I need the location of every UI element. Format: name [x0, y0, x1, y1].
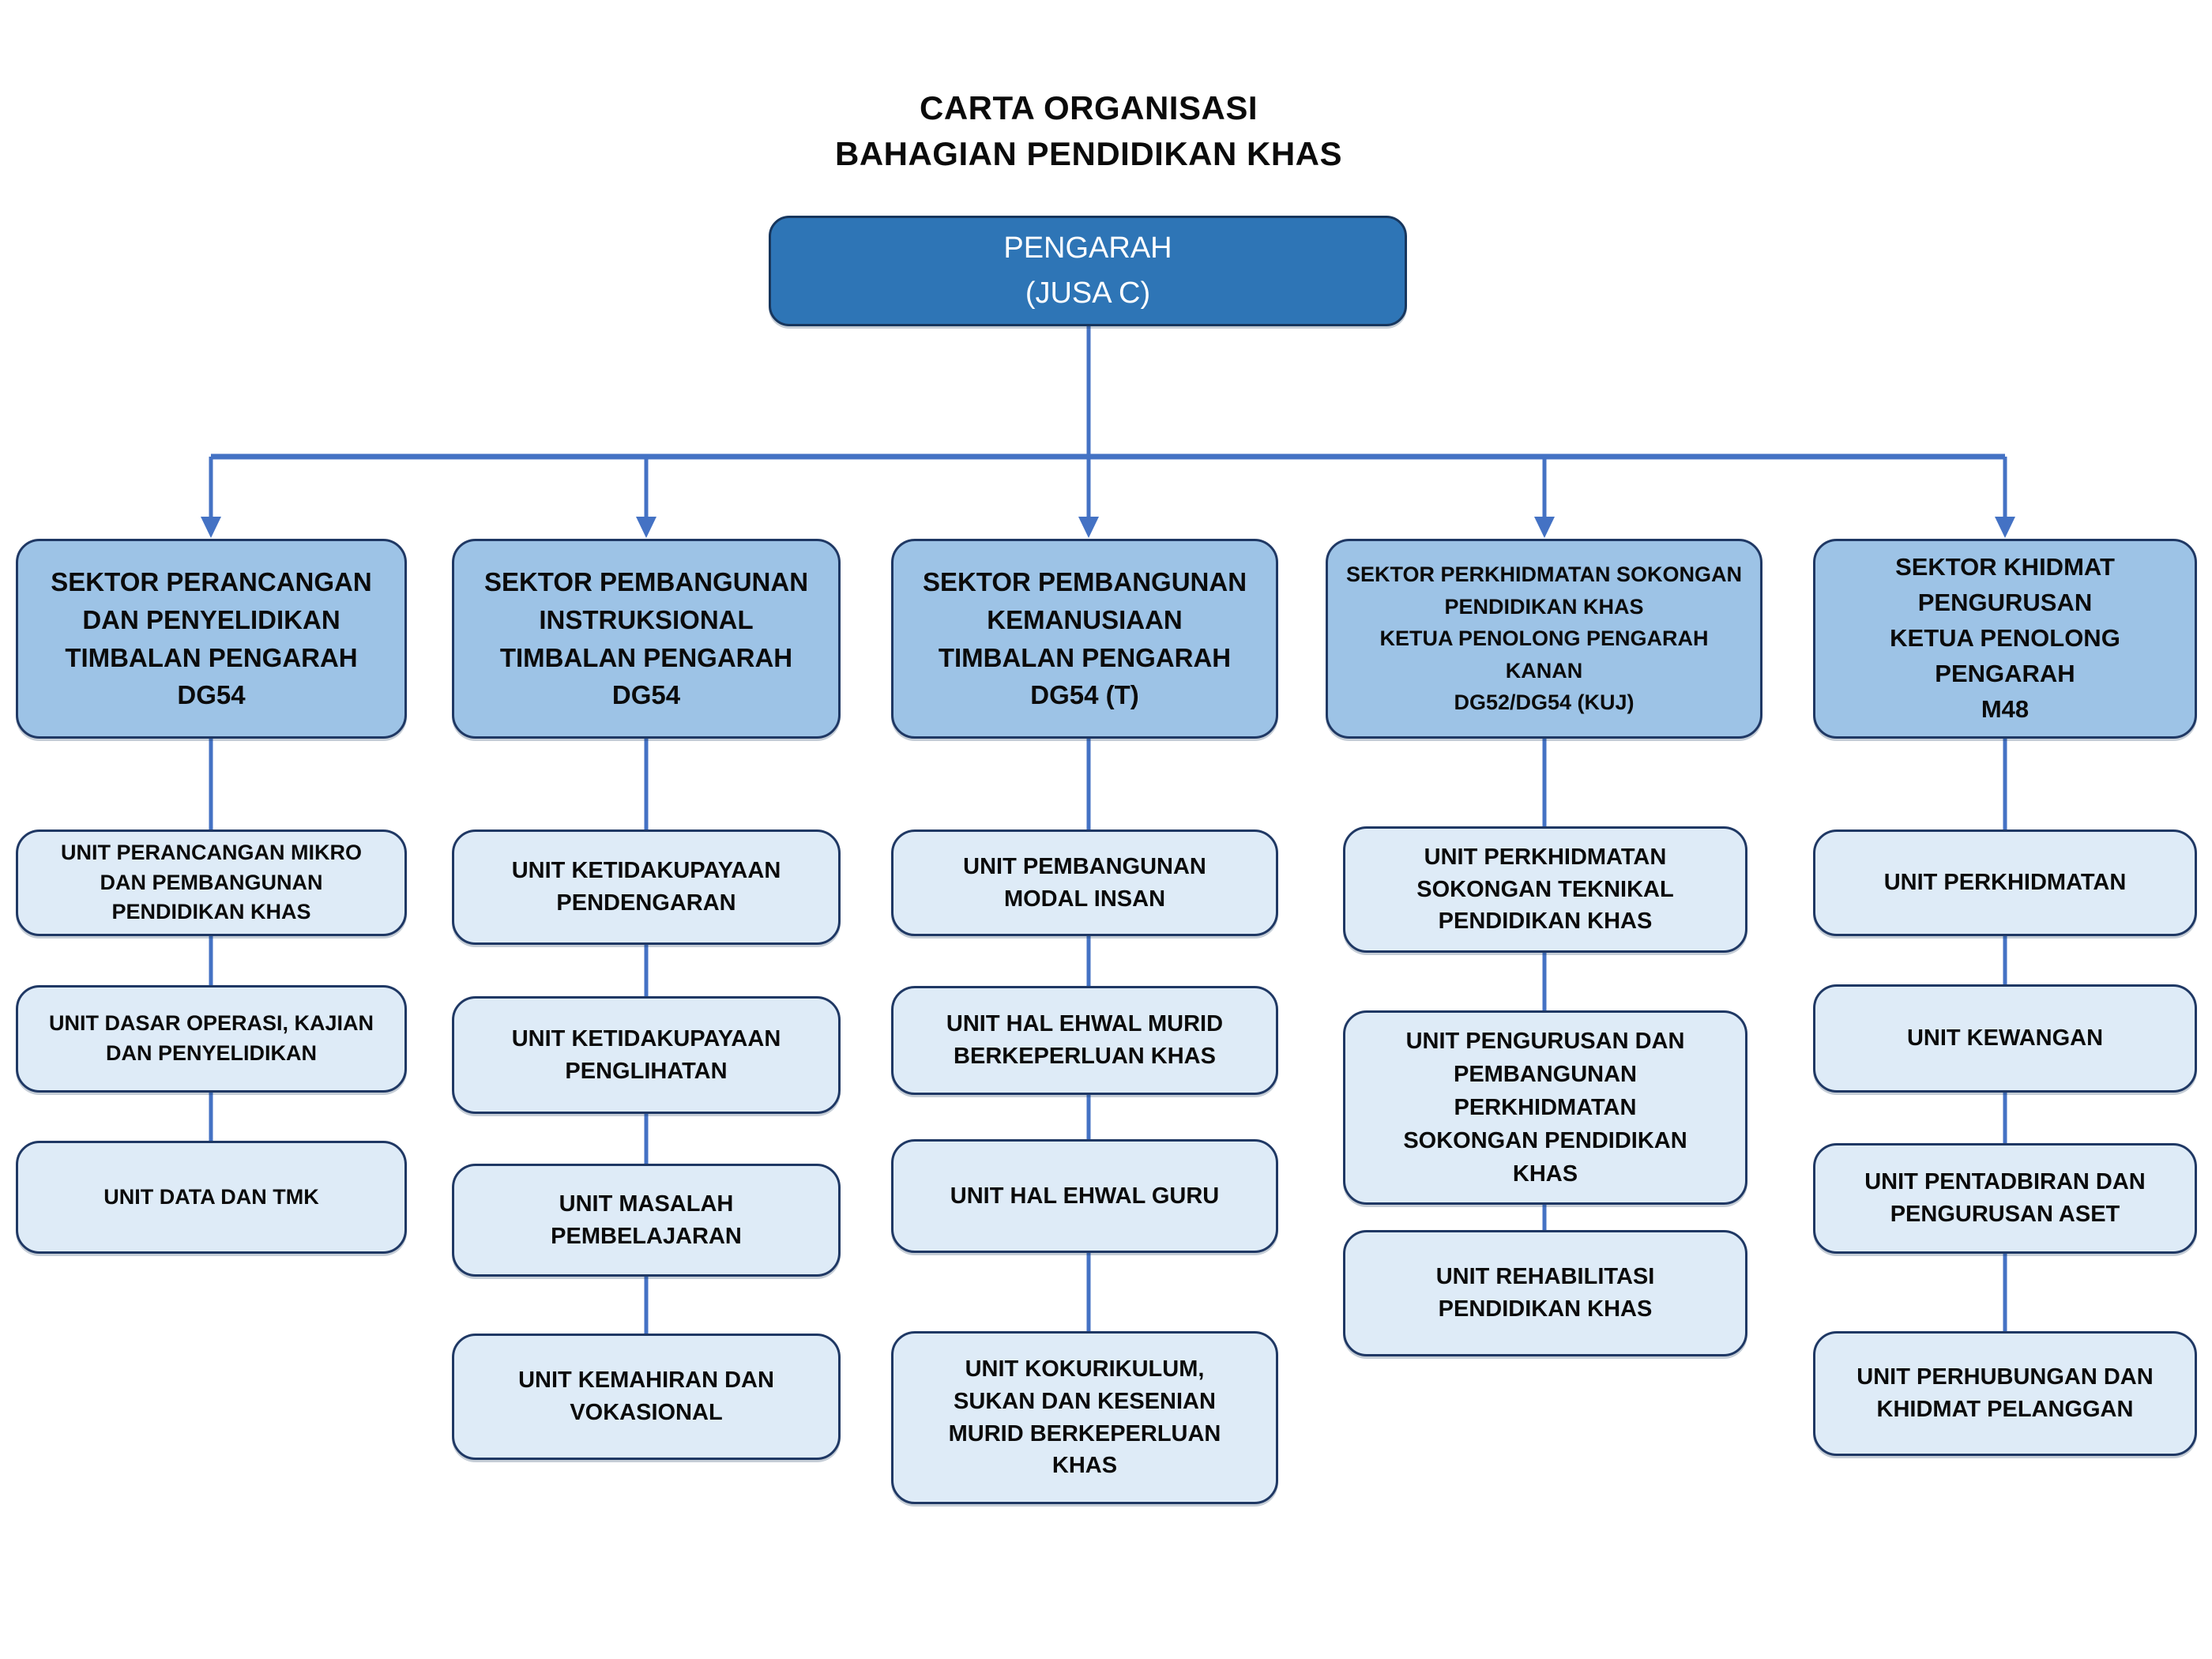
unit-box-kemahiran-vokasional: UNIT KEMAHIRAN DAN VOKASIONAL: [452, 1334, 841, 1460]
chart-title-line2: BAHAGIAN PENDIDIKAN KHAS: [834, 134, 1343, 172]
sector-box-khidmat-pengurusan: SEKTOR KHIDMAT PENGURUSAN KETUA PENOLONG…: [1813, 539, 2197, 739]
unit-box-ketidakupayaan-pendengaran: UNIT KETIDAKUPAYAAN PENDENGARAN: [452, 830, 841, 945]
unit-box-pembangunan-modal-insan: UNIT PEMBANGUNAN MODAL INSAN: [891, 830, 1278, 936]
unit-box-kokurikulum-sukan-kesenian: UNIT KOKURIKULUM, SUKAN DAN KESENIAN MUR…: [891, 1331, 1278, 1504]
unit-box-rehabilitasi: UNIT REHABILITASI PENDIDIKAN KHAS: [1343, 1230, 1747, 1356]
unit-box-pengurusan-pembangunan-perkhidmatan: UNIT PENGURUSAN DAN PEMBANGUNAN PERKHIDM…: [1343, 1010, 1747, 1205]
unit-box-pentadbiran-pengurusan-aset: UNIT PENTADBIRAN DAN PENGURUSAN ASET: [1813, 1143, 2197, 1254]
sector-box-perkhidmatan-sokongan: SEKTOR PERKHIDMATAN SOKONGAN PENDIDIKAN …: [1326, 539, 1762, 739]
unit-box-sokongan-teknikal: UNIT PERKHIDMATAN SOKONGAN TEKNIKAL PEND…: [1343, 826, 1747, 953]
chart-title: CARTA ORGANISASI BAHAGIAN PENDIDIKAN KHA…: [378, 85, 1800, 177]
unit-box-ketidakupayaan-penglihatan: UNIT KETIDAKUPAYAAN PENGLIHATAN: [452, 996, 841, 1114]
unit-box-dasar-operasi: UNIT DASAR OPERASI, KAJIAN DAN PENYELIDI…: [16, 985, 407, 1093]
unit-box-kewangan: UNIT KEWANGAN: [1813, 984, 2197, 1093]
unit-box-data-dan-tmk: UNIT DATA DAN TMK: [16, 1141, 407, 1254]
unit-box-perhubungan-khidmat-pelanggan: UNIT PERHUBUNGAN DAN KHIDMAT PELANGGAN: [1813, 1331, 2197, 1456]
unit-box-masalah-pembelajaran: UNIT MASALAH PEMBELAJARAN: [452, 1164, 841, 1277]
unit-box-hal-ehwal-guru: UNIT HAL EHWAL GURU: [891, 1139, 1278, 1253]
chart-title-line1: CARTA ORGANISASI: [920, 89, 1258, 126]
unit-box-hal-ehwal-murid: UNIT HAL EHWAL MURID BERKEPERLUAN KHAS: [891, 986, 1278, 1095]
sector-box-pembangunan-instruksional: SEKTOR PEMBANGUNAN INSTRUKSIONAL TIMBALA…: [452, 539, 841, 739]
sector-box-perancangan-penyelidikan: SEKTOR PERANCANGAN DAN PENYELIDIKAN TIMB…: [16, 539, 407, 739]
sector-box-pembangunan-kemanusiaan: SEKTOR PEMBANGUNAN KEMANUSIAAN TIMBALAN …: [891, 539, 1278, 739]
unit-box-perkhidmatan: UNIT PERKHIDMATAN: [1813, 830, 2197, 936]
unit-box-perancangan-mikro: UNIT PERANCANGAN MIKRO DAN PEMBANGUNAN P…: [16, 830, 407, 936]
arrowheads: [201, 517, 2015, 538]
root-box-pengarah: PENGARAH (JUSA C): [769, 216, 1407, 326]
